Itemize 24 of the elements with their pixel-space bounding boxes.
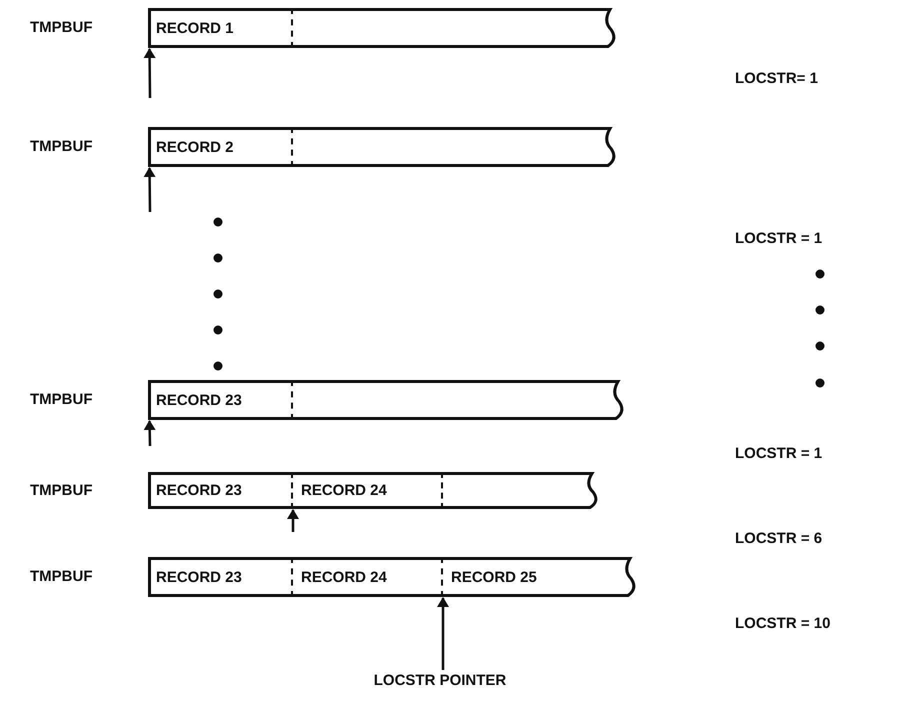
record-cell: RECORD 23 bbox=[148, 557, 293, 597]
record-cell: RECORD 2 bbox=[148, 127, 293, 167]
buffer-label: TMPBUF bbox=[30, 482, 92, 498]
record-cell: RECORD 23 bbox=[148, 472, 293, 509]
pointer-arrow bbox=[144, 420, 156, 446]
pointer-arrow bbox=[144, 48, 156, 98]
record-cell: RECORD 1 bbox=[148, 8, 293, 48]
value-label: LOCSTR = 1 bbox=[735, 230, 822, 247]
record-cell: RECORD 24 bbox=[293, 557, 443, 597]
buffer-label: TMPBUF bbox=[30, 568, 92, 585]
buffer-label: TMPBUF bbox=[30, 391, 92, 408]
pointer-arrow bbox=[437, 597, 449, 670]
pointer-arrow bbox=[144, 167, 156, 212]
value-label: LOCSTR = 1 bbox=[735, 445, 822, 462]
record-cell: RECORD 23 bbox=[148, 380, 293, 420]
record-cell: RECORD 24 bbox=[293, 472, 443, 509]
value-label: LOCSTR= 1 bbox=[735, 70, 818, 87]
buffer-label: TMPBUF bbox=[30, 19, 92, 36]
buffer-label: TMPBUF bbox=[30, 138, 92, 155]
pointer-arrow bbox=[287, 509, 299, 532]
pointer-label: LOCSTR POINTER bbox=[374, 672, 506, 689]
value-label: LOCSTR = 6 bbox=[735, 530, 822, 547]
value-label: LOCSTR = 10 bbox=[735, 615, 830, 632]
record-cell: RECORD 25 bbox=[443, 557, 593, 597]
